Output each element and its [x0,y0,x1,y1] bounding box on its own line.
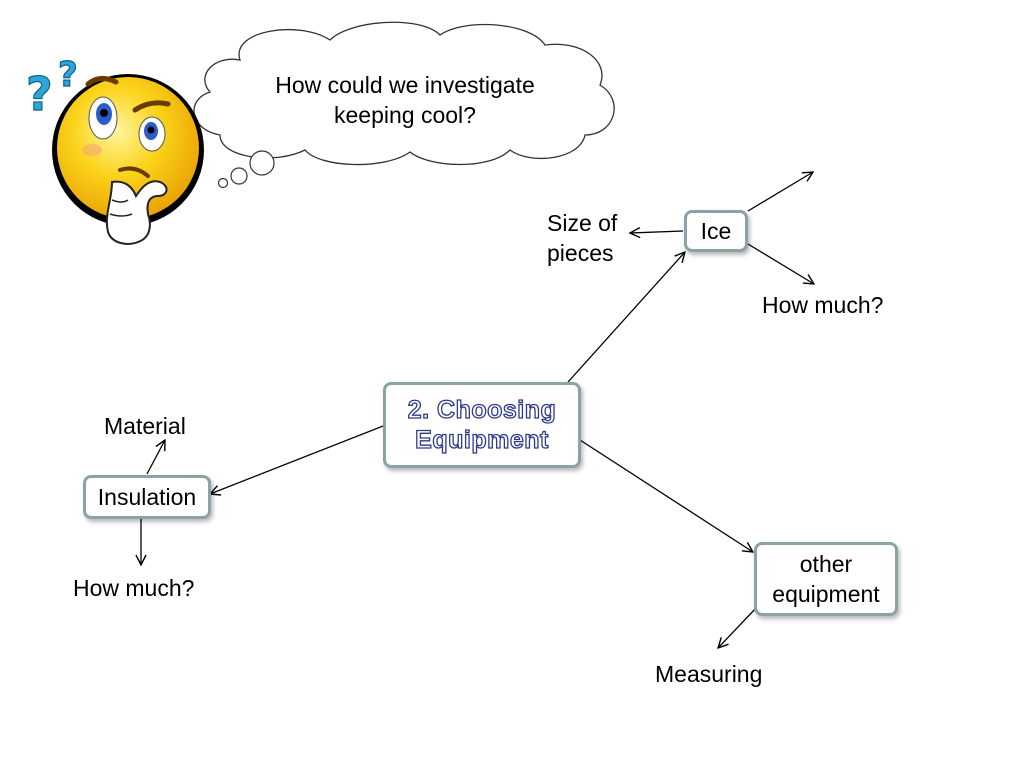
insulation-label: Insulation [97,484,197,510]
connector-central-to-other-equipment [579,439,753,552]
other-equipment-node: other equipment [754,542,898,616]
insulation-child-material: Material [104,413,186,439]
svg-text:?: ? [58,55,78,95]
other-equipment-label: other equipment [772,551,880,607]
connector-central-to-ice [567,252,685,383]
connector-ice-to-how-much [747,243,814,284]
insulation-node: Insulation [83,475,211,519]
connectors [141,172,814,648]
central-topic-box: 2. Choosing Equipment [383,382,581,468]
ice-child-how-much: How much? [762,292,884,318]
other-equipment-child-measuring: Measuring [655,661,763,687]
insulation-child-how-much: How much? [73,575,195,601]
ice-node: Ice [684,210,748,252]
svg-text:?: ? [26,67,53,121]
connector-central-to-insulation [210,425,384,494]
connector-ice-to-size [630,231,684,233]
ice-label: Ice [700,218,732,244]
connector-other-to-measuring [718,606,758,648]
thought-bubble-text: How could we investigate keeping cool? [275,72,535,128]
ice-child-size-of-pieces: Size of pieces [547,210,618,266]
central-topic-label: 2. Choosing Equipment [407,395,557,454]
thinking-face-emoji [52,74,204,245]
connector-insulation-to-material [146,440,165,475]
thought-cloud [193,21,615,189]
connector-ice-to-blank [747,172,813,212]
question-marks-icon: ? ? [25,54,78,121]
